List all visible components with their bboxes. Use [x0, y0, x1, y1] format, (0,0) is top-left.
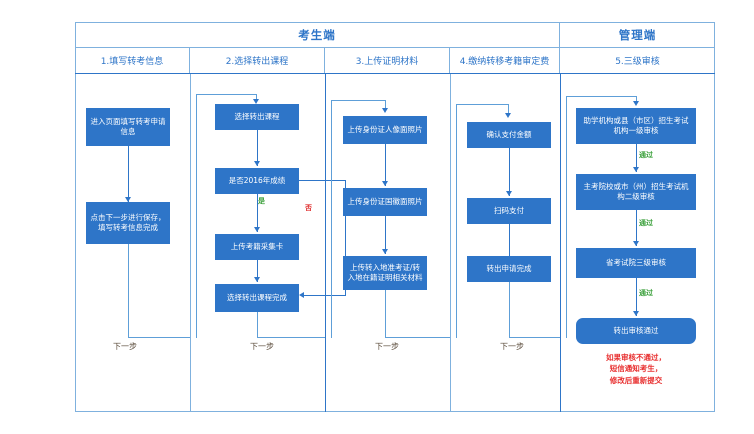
arrow-c3-2-3-icon — [381, 249, 388, 254]
pass-label-3: 通过 — [639, 289, 653, 297]
connector-c2-no-v — [345, 180, 347, 296]
flow-box-c3-2[interactable]: 上传身份证国徽面照片 — [343, 188, 427, 216]
connector-c5-2-3 — [635, 210, 637, 246]
step-header-1: 1.填写转考信息 — [75, 48, 190, 73]
flow-box-c1-2[interactable]: 点击下一步进行保存，填写转考信息完成 — [86, 202, 170, 244]
arrow-c4-1-2-icon — [505, 191, 512, 196]
connector-c3-entry-h — [331, 100, 386, 102]
flow-box-c2-1[interactable]: 选择转出课程 — [215, 104, 299, 130]
flow-box-c4-1[interactable]: 确认支付金额 — [467, 122, 551, 148]
flow-box-c4-3[interactable]: 转出申请完成 — [467, 256, 551, 282]
column-divider-1 — [190, 74, 191, 412]
connector-c3-entry-drop — [385, 100, 387, 110]
connector-c2-entry-v — [196, 94, 198, 338]
connector-c4-entry-drop — [508, 104, 510, 116]
connector-c4-1-2 — [508, 148, 510, 196]
connector-c1-exit-down — [127, 244, 129, 338]
connector-c5-entry-drop — [636, 96, 638, 104]
connector-c5-3-4 — [635, 278, 637, 316]
connector-c2-no-h1 — [299, 180, 346, 182]
connector-c3-exit-down — [384, 290, 386, 338]
pass-label-1: 通过 — [639, 151, 653, 159]
flow-box-c3-1[interactable]: 上传身份证人像面照片 — [343, 116, 427, 144]
pass-label-2: 通过 — [639, 219, 653, 227]
arrow-c2-1-2-icon — [253, 161, 260, 166]
arrow-c5-3-4-icon — [632, 311, 639, 316]
step-header-5: 5.三级审核 — [615, 57, 660, 67]
connector-c2-exit-right — [256, 337, 325, 339]
step-header-3: 3.上传证明材料 — [325, 48, 450, 73]
arrow-c2-no-icon — [299, 292, 304, 298]
flow-box-c2-4[interactable]: 选择转出课程完成 — [215, 284, 299, 312]
connector-c3-exit-right — [384, 337, 450, 339]
arrow-c2-3-4-icon — [253, 277, 260, 282]
connector-c3-1-2 — [384, 144, 386, 186]
flow-box-c3-3[interactable]: 上传转入地准考证/转入地在籍证明相关材料 — [343, 256, 427, 290]
rejection-note: 如果审核不通过， 短信通知考生， 修改后重新提交 — [606, 353, 666, 385]
connector-c4-exit-down — [508, 282, 510, 338]
connector-c1-exit-right — [127, 337, 190, 339]
connector-c5-1-2 — [635, 144, 637, 172]
connector-c2-2-3 — [256, 194, 258, 232]
connector-c5-entry-h — [566, 96, 637, 98]
connector-c3-entry-v — [331, 100, 333, 338]
next-step-label-2: 下一步 — [250, 342, 274, 351]
connector-c5-entry-v — [566, 96, 568, 338]
column-divider-2 — [325, 74, 326, 412]
connector-c2-entry-h — [196, 94, 257, 96]
step-header-row: 1.填写转考信息 2.选择转出课程 3.上传证明材料 4.缴纳转移考籍审定费 5… — [75, 48, 715, 74]
column-divider-3 — [450, 74, 451, 412]
arrow-c5-2-3-icon — [632, 241, 639, 246]
arrow-c3-entry-icon — [382, 108, 388, 113]
arrow-c2-2-3-icon — [253, 227, 260, 232]
flow-box-c5-3[interactable]: 省考试院三级审核 — [576, 248, 696, 278]
connector-c4-exit-right — [508, 337, 560, 339]
connector-c2-entry-drop — [256, 94, 258, 102]
arrow-c4-entry-icon — [505, 113, 511, 118]
next-step-label-3: 下一步 — [375, 342, 399, 351]
next-step-label-4: 下一步 — [500, 342, 524, 351]
flow-box-c5-4-result[interactable]: 转出审核通过 — [576, 318, 696, 344]
branch-label-yes: 是 — [258, 197, 265, 205]
connector-c3-2-3 — [384, 216, 386, 254]
arrow-c5-entry-icon — [633, 101, 639, 106]
connector-c4-2-3 — [508, 224, 510, 272]
arrow-c3-1-2-icon — [381, 181, 388, 186]
flow-box-c4-2[interactable]: 扫码支付 — [467, 198, 551, 224]
connector-c2-no-h2 — [302, 295, 346, 297]
next-step-label-1: 下一步 — [113, 342, 137, 351]
connector-c2-exit-down — [256, 312, 258, 338]
flow-box-c5-1[interactable]: 助学机构或县（市区）招生考试机构一级审核 — [576, 108, 696, 144]
connector-c4-entry-h — [456, 104, 509, 106]
column-divider-4 — [560, 74, 561, 412]
flow-box-c1-1[interactable]: 进入页面填写转考申请信息 — [86, 108, 170, 146]
group-header-row: 考生端 管理端 — [75, 22, 715, 48]
arrow-c5-1-2-icon — [632, 167, 639, 172]
arrow-c1-1-2-icon — [124, 197, 131, 202]
connector-c4-entry-v — [456, 104, 458, 338]
flow-box-c2-3[interactable]: 上传考籍采集卡 — [215, 234, 299, 260]
flow-box-c2-2-decision[interactable]: 是否2016年成绩 — [215, 168, 299, 194]
flow-box-c5-2[interactable]: 主考院校或市（州）招生考试机构二级审核 — [576, 174, 696, 210]
branch-label-no: 否 — [305, 204, 312, 212]
connector-c2-3-4 — [256, 260, 258, 282]
group-header-examinee: 考生端 — [75, 22, 560, 47]
connector-c1-1-2 — [127, 146, 129, 202]
step-header-4: 4.缴纳转移考籍审定费 — [450, 48, 560, 73]
connector-c2-1-2 — [256, 130, 258, 166]
step-header-2: 2.选择转出课程 — [190, 48, 325, 73]
table-frame — [75, 22, 715, 412]
group-header-admin: 管理端 — [618, 27, 657, 42]
arrow-c2-entry-icon — [253, 99, 259, 104]
